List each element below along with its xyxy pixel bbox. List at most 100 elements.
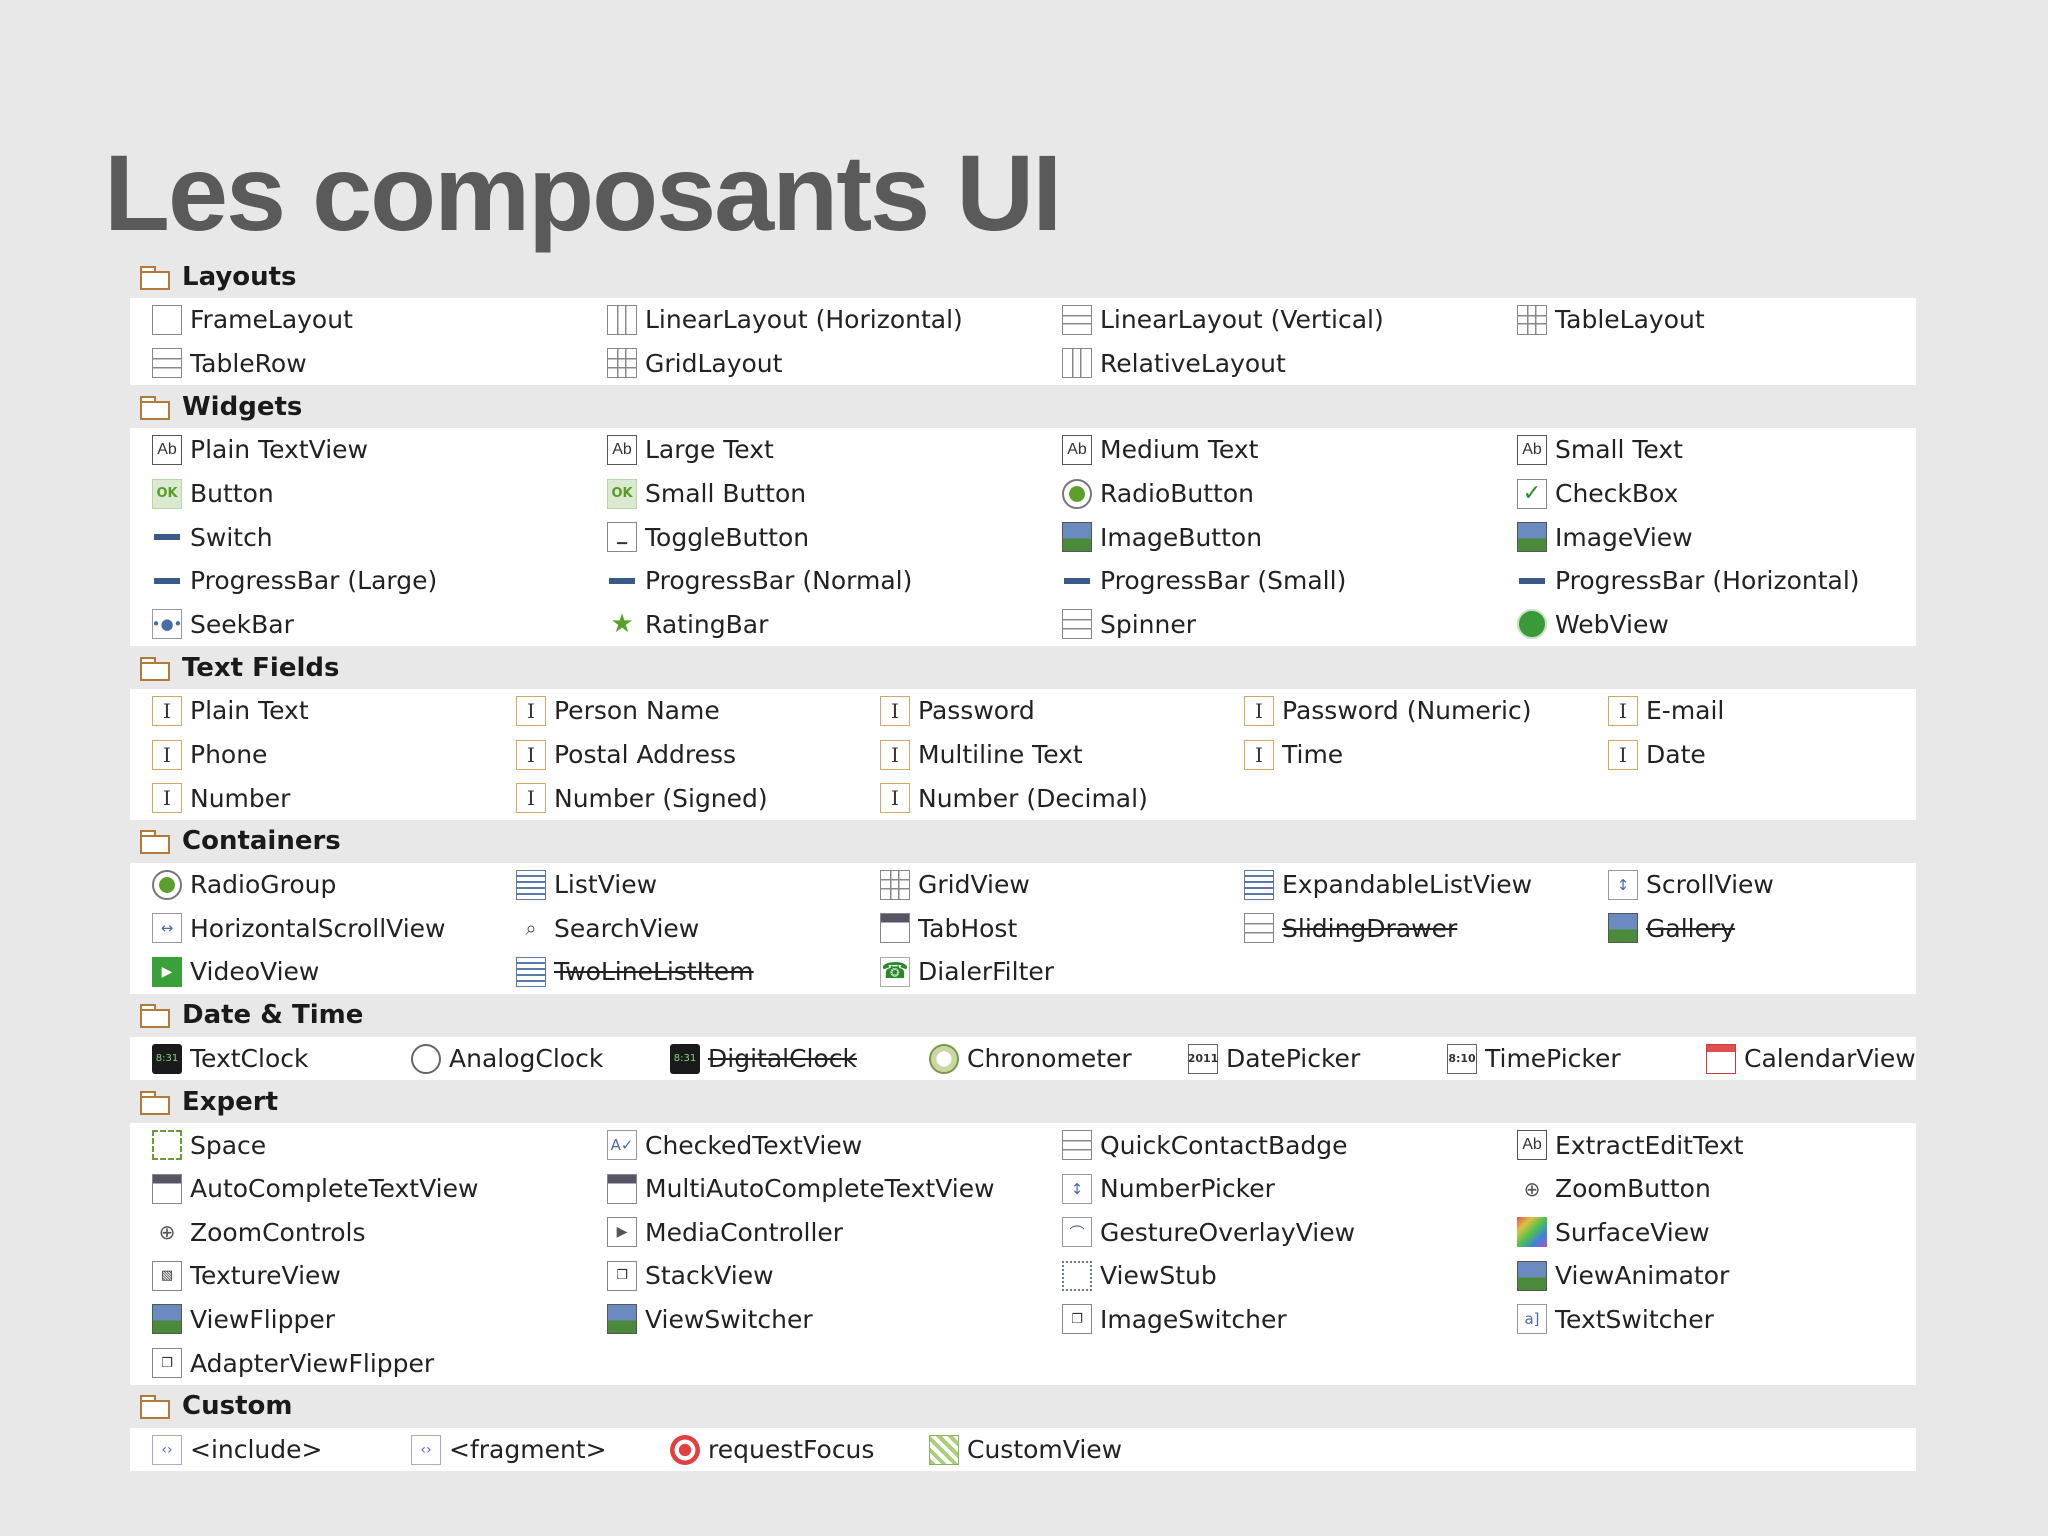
palette-item[interactable]: QuickContactBadge [1062, 1123, 1517, 1167]
palette-item[interactable]: ProgressBar (Large) [152, 559, 607, 603]
palette-item[interactable]: ❐StackView [607, 1254, 1062, 1298]
palette-item[interactable]: ★RatingBar [607, 603, 1062, 647]
category-header[interactable]: Expert [130, 1080, 1916, 1123]
palette-item[interactable]: ExpandableListView [1244, 863, 1608, 907]
palette-item[interactable]: ⊕ZoomButton [1517, 1167, 1917, 1211]
palette-item[interactable]: ViewSwitcher [607, 1298, 1062, 1342]
palette-item[interactable]: ProgressBar (Horizontal) [1517, 559, 1917, 603]
palette-item-label: SeekBar [190, 609, 294, 639]
palette-item[interactable]: ❐ImageSwitcher [1062, 1298, 1517, 1342]
palette-item[interactable]: ✓CheckBox [1517, 472, 1917, 516]
palette-item[interactable]: Gallery [1608, 907, 1908, 951]
palette-item[interactable]: FrameLayout [152, 298, 607, 342]
palette-item[interactable]: RadioGroup [152, 863, 516, 907]
palette-item-label: Person Name [554, 696, 720, 726]
palette-item[interactable]: •●•SeekBar [152, 603, 607, 647]
palette-item[interactable]: requestFocus [670, 1428, 929, 1472]
palette-item-label: Medium Text [1100, 435, 1259, 465]
palette-item[interactable]: Space [152, 1123, 607, 1167]
palette-item[interactable]: ↕ScrollView [1608, 863, 1908, 907]
palette-item[interactable]: ImageButton [1062, 515, 1517, 559]
palette-item[interactable]: GridLayout [607, 342, 1062, 386]
palette-item[interactable]: Switch [152, 515, 607, 559]
palette-item[interactable]: ☎DialerFilter [880, 950, 1244, 994]
palette-item[interactable]: GridView [880, 863, 1244, 907]
palette-item[interactable]: ▶VideoView [152, 950, 516, 994]
palette-item[interactable]: ⊕ZoomControls [152, 1211, 607, 1255]
sliding-drawer-icon [1244, 913, 1274, 944]
palette-item[interactable]: Chronometer [929, 1037, 1188, 1081]
palette-item[interactable]: SurfaceView [1517, 1211, 1917, 1255]
palette-item[interactable]: AnalogClock [411, 1037, 670, 1081]
palette-item-label: Spinner [1100, 609, 1197, 639]
palette-item[interactable]: TableRow [152, 342, 607, 386]
palette-item[interactable]: ViewAnimator [1517, 1254, 1917, 1298]
palette-item[interactable]: WebView [1517, 603, 1917, 647]
palette-item[interactable]: MultiAutoCompleteTextView [607, 1167, 1062, 1211]
palette-item[interactable]: ‹›<fragment> [411, 1428, 670, 1472]
palette-item[interactable]: ▧TextureView [152, 1254, 607, 1298]
palette-item[interactable]: RelativeLayout [1062, 342, 1517, 386]
palette-item[interactable]: ▶MediaController [607, 1211, 1062, 1255]
category-header[interactable]: Text Fields [130, 646, 1916, 689]
palette-item[interactable]: LinearLayout (Horizontal) [607, 298, 1062, 342]
palette-item[interactable]: RadioButton [1062, 472, 1517, 516]
category-header[interactable]: Custom [130, 1385, 1916, 1428]
category-header[interactable]: Date & Time [130, 994, 1916, 1037]
palette-item[interactable]: ViewFlipper [152, 1298, 607, 1342]
palette-item[interactable]: TwoLineListItem [516, 950, 880, 994]
palette-item[interactable]: ⌒GestureOverlayView [1062, 1211, 1517, 1255]
palette-item[interactable]: ⌕SearchView [516, 907, 880, 951]
palette-item[interactable]: ProgressBar (Small) [1062, 559, 1517, 603]
palette-item[interactable]: CalendarView [1706, 1037, 1916, 1081]
palette-item[interactable]: LinearLayout (Vertical) [1062, 298, 1517, 342]
palette-item[interactable]: TabHost [880, 907, 1244, 951]
palette-item[interactable]: a]TextSwitcher [1517, 1298, 1917, 1342]
palette-item[interactable]: CustomView [929, 1428, 1188, 1472]
palette-item[interactable]: A✓CheckedTextView [607, 1123, 1062, 1167]
palette-item[interactable]: AutoCompleteTextView [152, 1167, 607, 1211]
category-header[interactable]: Containers [130, 820, 1916, 863]
category-header[interactable]: Layouts [130, 255, 1916, 298]
palette-item[interactable]: ImageView [1517, 515, 1917, 559]
palette-item[interactable]: ❐AdapterViewFlipper [152, 1341, 607, 1385]
palette-item[interactable]: ↔HorizontalScrollView [152, 907, 516, 951]
palette-item[interactable]: ListView [516, 863, 880, 907]
palette-item[interactable]: ‹›<include> [152, 1428, 411, 1472]
palette-item-label: TableRow [190, 348, 307, 378]
palette-item[interactable]: SlidingDrawer [1244, 907, 1608, 951]
palette-item[interactable]: ▁ToggleButton [607, 515, 1062, 559]
category-header[interactable]: Widgets [130, 385, 1916, 428]
palette-item[interactable]: ProgressBar (Normal) [607, 559, 1062, 603]
palette-item[interactable]: TableLayout [1517, 298, 1917, 342]
palette-item[interactable]: ↕NumberPicker [1062, 1167, 1517, 1211]
palette-item[interactable]: Spinner [1062, 603, 1517, 647]
scroll-view-icon: ↕ [1608, 869, 1638, 900]
palette-item[interactable]: ViewStub [1062, 1254, 1517, 1298]
